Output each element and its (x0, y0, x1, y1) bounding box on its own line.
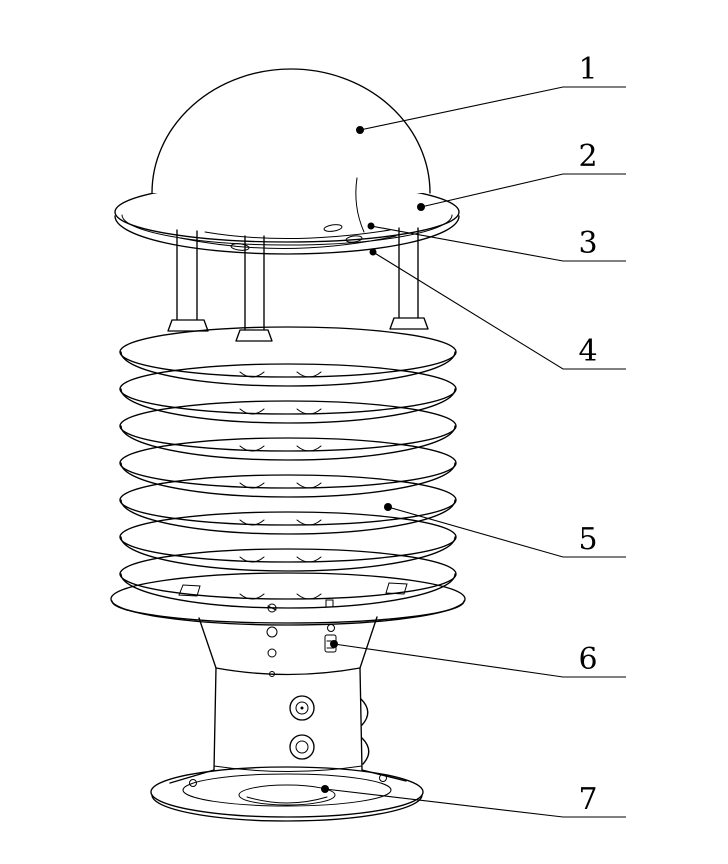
cap-lip (114, 214, 460, 255)
callout-3-leader (370, 225, 626, 262)
panel-square-port (325, 599, 334, 608)
base-bolt-hole (189, 779, 197, 787)
louver-plate-1 (119, 326, 457, 387)
base-inner-ring (182, 773, 392, 807)
bottom-plate-tab (385, 582, 408, 595)
side-gland-bumps (360, 698, 370, 765)
callout-4-leader (372, 251, 626, 370)
indicator-led-2 (267, 648, 277, 658)
body-lower-cylinder (213, 667, 363, 772)
louver-stack (110, 326, 466, 626)
callout-2-leader (420, 173, 626, 208)
louver-plate-3 (119, 400, 457, 461)
base-center-recess (238, 784, 336, 806)
panel-screw (267, 603, 277, 613)
callout-7: 7 (321, 782, 626, 818)
support-post-right (389, 227, 429, 330)
callout-1-leader (359, 86, 626, 131)
callout-1: 1 (356, 52, 626, 134)
louver-plate-6 (119, 511, 457, 572)
louver-plate-5 (119, 474, 457, 535)
cable-gland-top (289, 695, 315, 721)
cap-underside (179, 224, 397, 251)
louver-bottom-plate (110, 572, 466, 626)
callout-4-label: 4 (578, 334, 597, 369)
callout-5: 5 (384, 503, 626, 558)
bottom-plate-tab (178, 584, 201, 597)
dome (151, 68, 431, 233)
cable-gland-bottom (289, 734, 315, 760)
louver-plate-2 (119, 363, 457, 424)
callout-7-leader (324, 788, 626, 818)
louver-plate-4 (119, 437, 457, 498)
vent-slot (345, 235, 363, 243)
callout-6: 6 (330, 640, 626, 678)
support-post-middle (235, 235, 273, 342)
body-upper-cone (198, 616, 378, 676)
vent-slot (230, 243, 250, 251)
base-bolt-hole (379, 774, 387, 782)
front-panel-details (266, 599, 334, 677)
callout-7-label: 7 (578, 782, 597, 817)
indicator-led-1 (266, 626, 278, 638)
base-flange (150, 766, 424, 822)
callout-6-label: 6 (578, 642, 597, 677)
callout-3-label: 3 (578, 226, 597, 261)
indicator-led-3 (269, 671, 275, 677)
callout-3: 3 (367, 222, 626, 262)
callout-5-label: 5 (578, 522, 597, 557)
louver-plate-7 (119, 548, 457, 609)
callout-6-leader (333, 643, 626, 678)
callout-2: 2 (417, 139, 626, 211)
callout-1-label: 1 (578, 52, 597, 87)
dome-seam (355, 177, 365, 233)
callout-5-leader (387, 506, 626, 558)
vent-slot (323, 224, 343, 232)
callout-4: 4 (369, 248, 626, 370)
callout-2-label: 2 (578, 139, 597, 174)
support-post-left (167, 229, 209, 332)
